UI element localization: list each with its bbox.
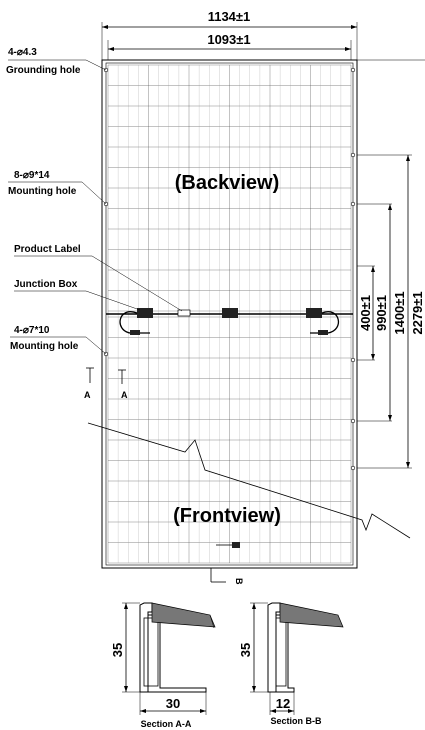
bottom-detail — [216, 542, 240, 548]
section-a-title: Section A-A — [141, 719, 192, 729]
junction-box — [306, 308, 322, 318]
grounding-hole — [350, 67, 356, 73]
frame-width-label: 1093±1 — [207, 32, 250, 47]
mounting-label: Mounting hole — [8, 186, 77, 197]
grounding-count: 4-⌀4.3 — [8, 47, 37, 58]
backview-label: (Backview) — [175, 172, 280, 194]
section-b-height: 35 — [238, 643, 253, 657]
section-b-width: 12 — [276, 696, 290, 711]
mounting-hole — [350, 201, 356, 207]
mounting-holes — [103, 67, 356, 471]
mounting-count: 8-⌀9*14 — [14, 170, 50, 181]
junction-box-assembly — [106, 308, 353, 335]
overall-width-label: 1134±1 — [208, 9, 251, 24]
section-a-height: 35 — [110, 643, 125, 657]
mounting-hole — [350, 357, 356, 363]
product-label-box — [177, 309, 191, 317]
section-a-marker-label: A — [84, 390, 91, 400]
section-a-a: 35 30 Section A-A — [110, 602, 216, 729]
dim-990-label: 990±1 — [374, 295, 389, 331]
junction-box-callout: Junction Box — [14, 279, 78, 290]
mounting-hole — [350, 152, 356, 158]
section-marker-b: B — [210, 568, 244, 585]
mounting-hole — [350, 465, 356, 471]
section-a-marker-label-2: A — [121, 390, 128, 400]
junction-box — [137, 308, 153, 318]
grounding-label: Grounding hole — [6, 65, 81, 76]
section-b-title: Section B-B — [270, 716, 322, 726]
small-mounting-label: Mounting hole — [10, 341, 79, 352]
right-dimensions: 400±1 990±1 1400±1 2279±1 — [357, 154, 425, 469]
section-b-b: 35 12 Section B-B — [238, 602, 344, 726]
section-b-marker-label: B — [234, 578, 244, 585]
mounting-hole — [350, 418, 356, 424]
section-marker-a: A A — [84, 367, 128, 400]
dim-1400-label: 1400±1 — [392, 291, 407, 334]
section-a-width: 30 — [166, 696, 180, 711]
break-lines — [87, 422, 411, 539]
top-dimensions: 1134±1 1093±1 — [101, 9, 358, 60]
overall-length-label: 2279±1 — [410, 291, 425, 334]
callouts: 4-⌀4.3 Grounding hole 8-⌀9*14 Mounting h… — [6, 47, 183, 355]
frontview-label: (Frontview) — [173, 505, 281, 527]
small-mounting-count: 4-⌀7*10 — [14, 325, 50, 336]
junction-box — [222, 308, 238, 318]
dim-400-label: 400±1 — [358, 295, 373, 331]
product-label-callout: Product Label — [14, 244, 81, 255]
